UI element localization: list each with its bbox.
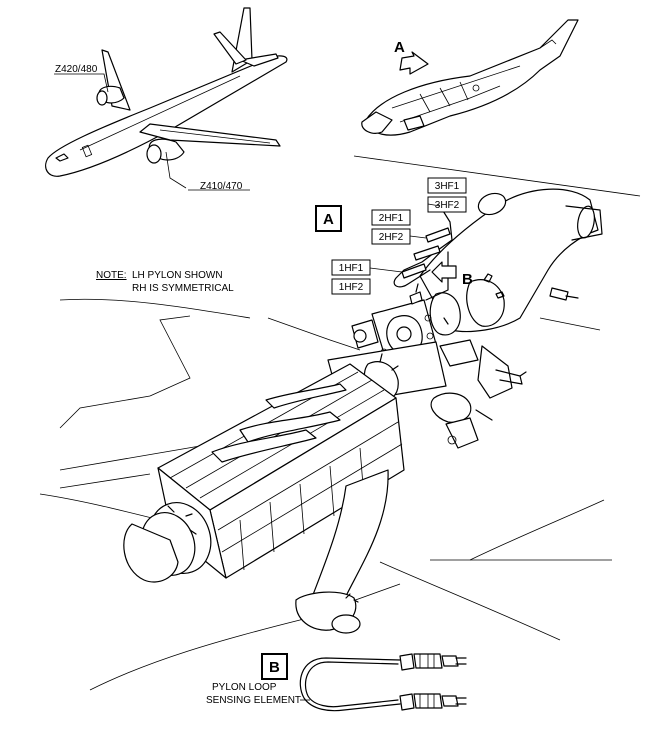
connector-2hf1: 2HF1 (379, 213, 404, 224)
pylon-loop-label-line-2: SENSING ELEMENT (206, 695, 301, 706)
note-line-1: LH PYLON SHOWN (132, 270, 223, 281)
zone-label-lower: Z410/470 (200, 181, 243, 192)
pylon-loop-sensing-element (299, 653, 467, 712)
aircraft-overview (45, 7, 288, 191)
connector-box-1hf2 (331, 278, 371, 295)
view-a-box-label: A (323, 211, 334, 228)
note-line-2: RH IS SYMMETRICAL (132, 283, 234, 294)
pylon-loop-label-line-1: PYLON LOOP (212, 682, 277, 693)
note-label: NOTE: (96, 270, 127, 281)
harness-connectors (393, 205, 453, 301)
view-b-box-label: B (269, 659, 280, 676)
view-a-box (315, 205, 342, 232)
view-a-arrow-label: A (394, 39, 405, 56)
connector-box-3hf1 (427, 177, 467, 194)
view-b-arrow (431, 261, 457, 283)
connector-1hf1: 1HF1 (339, 263, 364, 274)
connector-box-2hf1 (371, 209, 411, 226)
view-b-box (261, 653, 288, 680)
connector-3hf1: 3HF1 (435, 181, 460, 192)
connector-box-3hf2 (427, 196, 467, 213)
connector-box-1hf1 (331, 259, 371, 276)
connector-1hf2: 1HF2 (339, 282, 364, 293)
zone-label-upper: Z420/480 (55, 64, 98, 75)
pylon-side-view (361, 19, 579, 136)
connector-2hf2: 2HF2 (379, 232, 404, 243)
connector-box-2hf2 (371, 228, 411, 245)
connector-3hf2: 3HF2 (435, 200, 460, 211)
view-b-arrow-label: B (462, 271, 473, 288)
pylon-ducting-assembly (39, 155, 641, 691)
